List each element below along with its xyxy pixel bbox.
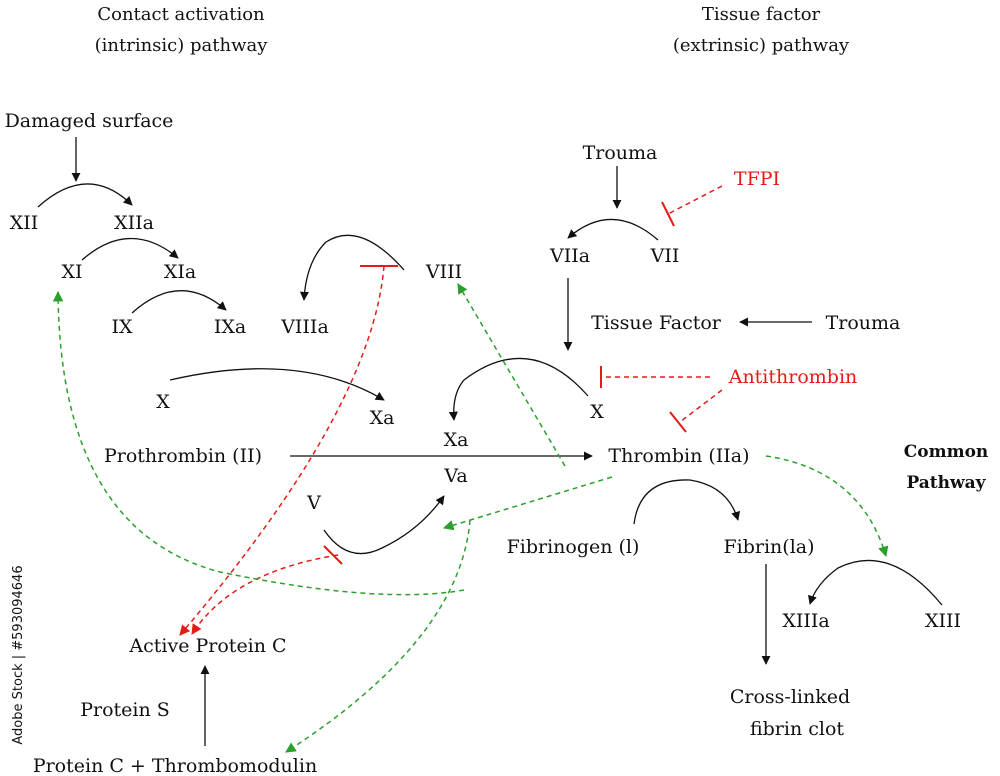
node-ixa: IXa (214, 316, 246, 338)
node-v: V (306, 492, 321, 514)
node-viiia: VIIIa (280, 316, 329, 338)
node-xiiia: XIIIa (782, 610, 829, 632)
node-protein-s: Protein S (80, 699, 170, 721)
arrow-xi-to-xia (81, 237, 179, 261)
inhibit-tfpi-to-vii (667, 185, 723, 215)
arrow-fibrinogen-to-fibrin (633, 479, 741, 525)
node-tissue-factor: Tissue Factor (591, 312, 722, 334)
feedback-thrombin-to-xiii (765, 455, 889, 558)
node-thrombin: Thrombin (IIa) (608, 445, 749, 467)
inhibit-antithrombin-to-thrombin (679, 389, 723, 423)
node-fibrinogen: Fibrinogen (l) (507, 536, 640, 558)
node-xiia: XIIa (114, 212, 154, 234)
node-clot-line-2: fibrin clot (750, 718, 844, 740)
node-damaged-surface: Damaged surface (5, 110, 174, 132)
node-xa-center: Xa (444, 429, 469, 451)
arrow-x-to-xa-extrinsic (448, 357, 589, 421)
feedback-thrombin-to-va (442, 476, 613, 531)
node-xii: XII (10, 212, 39, 234)
node-xa-left: Xa (370, 407, 395, 429)
node-trouma-right: Trouma (826, 312, 901, 334)
arrow-viii-to-viiia (299, 234, 405, 301)
node-antithrombin: Antithrombin (728, 366, 858, 388)
arrow-xii-to-xiia (37, 183, 133, 208)
arrow-ix-to-ixa (131, 290, 227, 314)
node-va: Va (443, 465, 467, 487)
feedback-thrombin-to-xi (52, 290, 465, 596)
intrinsic-header-line-2: (intrinsic) pathway (95, 35, 269, 56)
arrow-x-to-xa-intrinsic (169, 368, 385, 401)
node-viia: VIIa (549, 245, 590, 267)
node-ix: IX (111, 316, 133, 338)
inhibit-bar-tfpi (661, 201, 675, 227)
node-tfpi: TFPI (734, 168, 780, 190)
node-x-right: X (590, 401, 604, 423)
extrinsic-header-line-2: (extrinsic) pathway (673, 35, 850, 56)
node-trouma-top: Trouma (583, 142, 658, 164)
node-clot-line-1: Cross-linked (730, 686, 850, 708)
node-fibrin: Fibrin(la) (723, 536, 814, 558)
arrow-xiii-to-xiiia (807, 559, 943, 606)
common-pathway-header-line-1: Common (904, 442, 989, 462)
feedback-thrombin-to-viii (457, 283, 566, 467)
node-x-left: X (156, 391, 170, 413)
node-xi: XI (61, 261, 82, 283)
inhibit-active-protein-c-to-viii (179, 265, 385, 636)
arrow-vii-to-viia (567, 218, 659, 241)
node-protein-c-thrombomodulin: Protein C + Thrombomodulin (33, 755, 317, 776)
node-prothrombin: Prothrombin (II) (104, 445, 262, 467)
intrinsic-header-line-1: Contact activation (97, 4, 265, 25)
node-viii: VIII (425, 261, 462, 283)
node-xiii: XIII (925, 610, 961, 632)
inhibit-bar-antithrombin-thrombin (669, 411, 687, 433)
node-vii: VII (650, 245, 680, 267)
inhibit-active-protein-c-to-v (191, 554, 339, 635)
watermark: Adobe Stock | #593094646 (11, 565, 26, 744)
extrinsic-header-line-1: Tissue factor (702, 4, 821, 25)
node-xia: XIa (164, 261, 196, 283)
node-active-protein-c: Active Protein C (128, 635, 286, 657)
arrow-v-to-va (323, 495, 445, 555)
inhibit-bar-v (323, 545, 343, 565)
feedback-thrombin-to-protein-c-thrombomodulin (285, 519, 471, 753)
common-pathway-header-line-2: Pathway (906, 473, 986, 493)
